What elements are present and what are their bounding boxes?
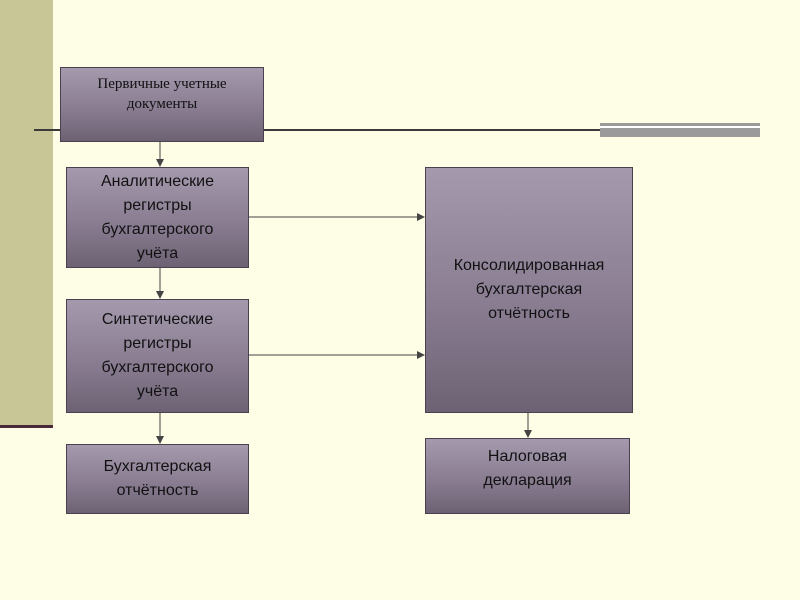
side-decoration-line	[0, 425, 53, 428]
side-decoration-band	[0, 0, 53, 425]
node-synthetic-registers: Синтетические регистры бухгалтерского уч…	[66, 299, 249, 413]
node-accounting-statements: Бухгалтерская отчётность	[66, 444, 249, 514]
node-analytical-registers: Аналитические регистры бухгалтерского уч…	[66, 167, 249, 268]
node-consolidated-statements: Консолидированная бухгалтерская отчётнос…	[425, 167, 633, 413]
node-tax-declaration: Налоговая декларация	[425, 438, 630, 514]
header-rule	[34, 129, 600, 131]
node-primary-documents: Первичные учетные документы	[60, 67, 264, 142]
header-rule-accent	[600, 123, 760, 137]
